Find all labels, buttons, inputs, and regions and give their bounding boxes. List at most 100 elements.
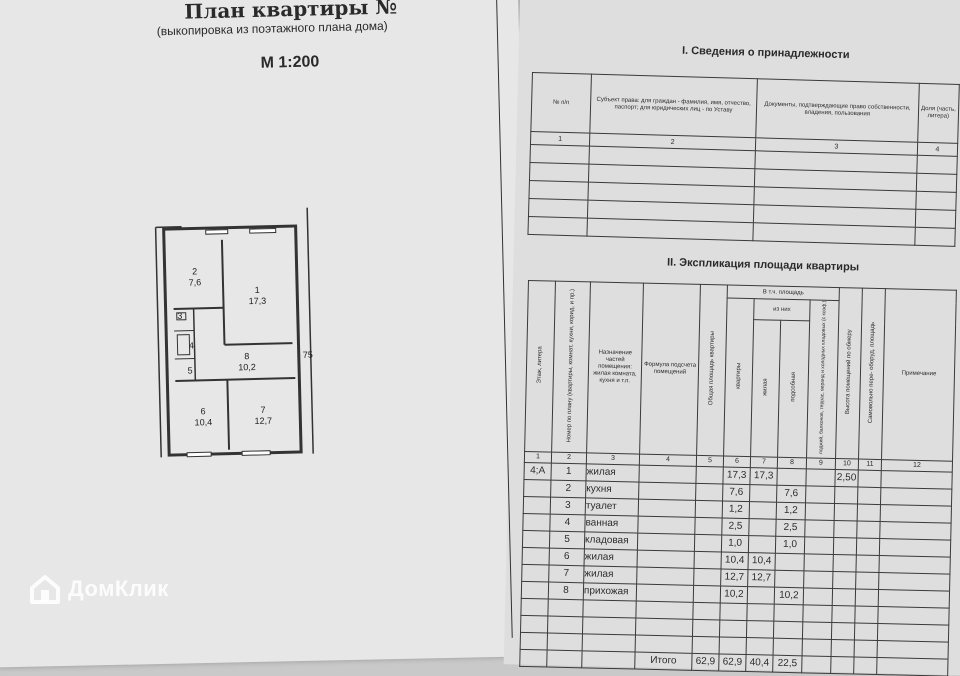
cell-apartment-area: 12,7 [721, 568, 748, 586]
cell-height [835, 486, 858, 504]
left-page-frame: План квартиры № (выкопировка из поэтажно… [6, 0, 513, 650]
ownership-header-subject: Субъект права: для граждан - фамилия, им… [590, 74, 758, 138]
cell-apartment-area: 1,2 [722, 501, 749, 519]
header-formula: Формула подсчета помещений [640, 283, 701, 455]
cell-aux-area: 2,5 [776, 519, 805, 537]
header-loggia: лоджий, балконов, террас, веранд и холод… [818, 301, 828, 455]
room-1-area: 17,3 [249, 296, 267, 306]
header-selfbuilt: Самовольно пере- оборуд. площадь [867, 321, 876, 423]
col-number: 9 [806, 457, 835, 469]
cell-aux-area: 1,2 [776, 502, 805, 520]
cell-floor [522, 530, 549, 548]
header-purpose: Назначение частей помещения: жилая комна… [587, 282, 644, 454]
room-6-area: 10,4 [194, 417, 212, 427]
cell-floor: 4;А [524, 462, 551, 480]
header-total: Общая площадь квартиры [708, 331, 717, 405]
cell-room-number: 5 [549, 531, 584, 549]
cell-floor [524, 479, 551, 497]
col-number: 6 [723, 456, 750, 468]
room-2-area: 7,6 [189, 277, 202, 287]
svg-text:8: 8 [244, 351, 249, 361]
header-auxiliary: подсобная [790, 372, 798, 402]
cell-apartment-area: 10,4 [721, 552, 748, 570]
cell-formula [639, 482, 696, 500]
cell-height [834, 520, 857, 538]
cell-living-area [748, 535, 775, 553]
cell-floor [523, 496, 550, 514]
cell-living-area [749, 501, 776, 519]
svg-text:2: 2 [192, 266, 197, 276]
cell-apartment-area: 7,6 [723, 484, 750, 502]
cell-height: 2,50 [835, 469, 858, 487]
cell-living-area [747, 586, 774, 604]
col-number: 4 [917, 142, 958, 156]
cell-room-number: 6 [549, 548, 584, 566]
svg-text:17,3: 17,3 [249, 296, 267, 306]
room-1-number: 1 [255, 285, 260, 295]
area-table: Этаж, литера Номер по плану (квартиры, к… [519, 280, 957, 676]
domclick-watermark: ДомКлик [28, 572, 169, 606]
room-8-area: 10,2 [238, 362, 256, 372]
cell-aux-area: 10,2 [774, 587, 803, 605]
col-number: 5 [696, 455, 723, 467]
cell-purpose: прихожая [583, 582, 636, 600]
cell-aux-area: 7,6 [777, 485, 806, 503]
header-room-no: Номер по плану (квартиры, комнат, кухни,… [566, 288, 576, 442]
cell-aux-area [775, 570, 804, 588]
svg-text:7: 7 [260, 405, 265, 415]
col-number: 10 [835, 458, 858, 470]
ownership-header-documents: Документы, подтверждающие право собствен… [756, 79, 919, 142]
cell-floor [522, 547, 549, 565]
svg-text:10,4: 10,4 [194, 417, 212, 427]
cell-living-area: 17,3 [750, 467, 777, 485]
cell-height [833, 571, 856, 589]
cell-purpose: жилая [584, 565, 637, 583]
svg-text:12,7: 12,7 [254, 416, 272, 426]
col-number: 7 [750, 456, 777, 468]
svg-text:6: 6 [200, 406, 205, 416]
cell-floor [521, 581, 548, 599]
col-number: 2 [551, 452, 586, 464]
cell-height [833, 537, 856, 555]
svg-text:3: 3 [177, 311, 182, 321]
totals-apartment: 62,9 [719, 653, 746, 671]
cell-living-area [749, 518, 776, 536]
cell-formula [637, 550, 694, 568]
cell-purpose: кладовая [584, 531, 637, 549]
cell-aux-area: 1,0 [775, 536, 804, 554]
totals-total: 62,9 [692, 653, 719, 671]
header-apartment: квартиры [735, 362, 743, 388]
floor-plan: 2 7,6 1 17,3 3 4 8 10,2 5 6 10,4 7 12,7 … [141, 198, 318, 472]
room-7-area: 12,7 [254, 416, 272, 426]
svg-text:5: 5 [187, 366, 192, 376]
cell-room-number: 2 [551, 480, 586, 498]
cell-floor [522, 564, 549, 582]
cell-formula [639, 465, 696, 483]
outer-wall [164, 226, 301, 455]
cell-room-number: 7 [549, 565, 584, 583]
cell-formula [636, 584, 693, 602]
room-2-number: 2 [192, 266, 197, 276]
cell-apartment-area: 1,0 [721, 535, 748, 553]
cell-height [832, 588, 855, 606]
svg-text:10,2: 10,2 [238, 362, 256, 372]
cell-apartment-area: 10,2 [720, 585, 747, 603]
cell-purpose: ванная [585, 514, 638, 532]
watermark-text: ДомКлик [68, 576, 169, 602]
cell-aux-area [777, 468, 806, 486]
cell-purpose: жилая [584, 548, 637, 566]
cell-room-number: 8 [548, 582, 583, 600]
room-7-number: 7 [260, 405, 265, 415]
cell-apartment-area: 2,5 [722, 518, 749, 536]
ownership-table: № п/п Субъект права: для граждан - фамил… [527, 72, 959, 247]
header-floor: Этаж, литера [536, 346, 544, 383]
header-height: Высота помещений по обмеру [845, 329, 854, 414]
height-mark: 75 [303, 350, 313, 360]
col-number: 8 [777, 457, 806, 469]
room-8-number: 8 [244, 351, 249, 361]
cell-living-area [750, 484, 777, 502]
header-of-them: из них [754, 299, 810, 321]
totals-aux: 22,5 [773, 655, 802, 673]
totals-label: Итого [635, 652, 692, 670]
room-3-number: 3 [177, 311, 182, 321]
